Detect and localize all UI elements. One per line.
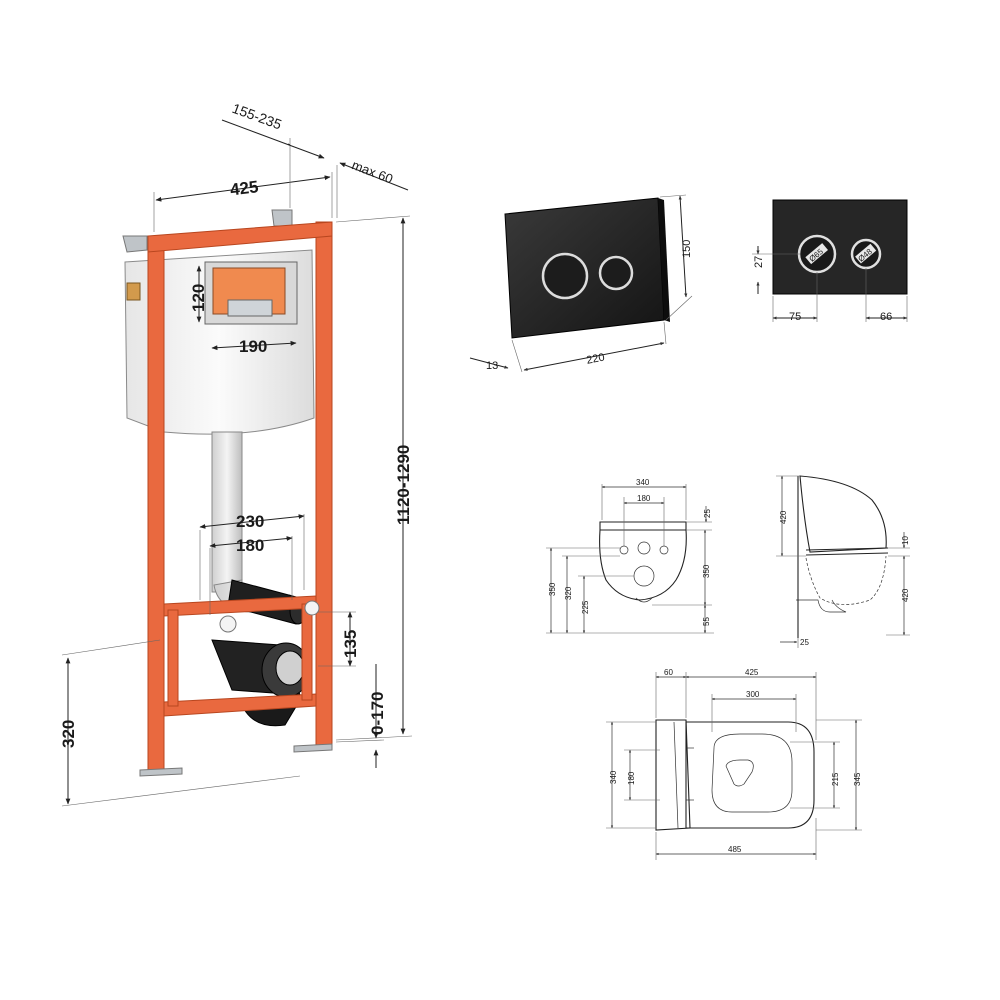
installation-frame — [122, 209, 333, 777]
frame-height-label: 1120-1290 — [394, 445, 413, 525]
down-pipe — [211, 431, 243, 593]
front-hole-spacing-label: 180 — [637, 494, 651, 503]
top-view-back-outline — [655, 719, 691, 831]
cistern-side-fitting — [126, 282, 141, 301]
frame-bracket-right — [301, 603, 313, 701]
fixing-stud-right — [304, 600, 320, 616]
frame-width-label: 425 — [229, 177, 259, 199]
drain-pipe-ring — [275, 650, 305, 686]
frame-depth-label: 155-235 — [230, 100, 284, 133]
large-button-distance-label: 75 — [789, 311, 801, 323]
flush-plate-3d: 150 220 13 — [469, 194, 693, 373]
front-bottom-offset-label: 55 — [702, 617, 711, 626]
toilet-side-view: 420 10 420 25 — [776, 475, 910, 648]
toilet-bowl-outline — [805, 555, 887, 605]
front-bolt-hole-left — [619, 545, 629, 555]
large-button-label-bg — [805, 243, 828, 265]
toilet-lid-outline — [799, 475, 887, 553]
toilet-front-view: 340 180 25 350 320 225 350 55 — [546, 478, 714, 634]
top-bracket-left — [122, 235, 148, 253]
small-button-distance-label: 66 — [880, 311, 892, 323]
frame-bracket-left — [167, 609, 179, 707]
top-overall-length-label: 485 — [728, 845, 742, 854]
side-lower-height-label: 420 — [901, 588, 910, 602]
top-view-bowl-opening — [711, 733, 793, 813]
service-opening-width-label: 190 — [239, 337, 267, 356]
flush-plate-width-label: 220 — [585, 351, 605, 366]
top-hole-spacing-label: 180 — [627, 771, 636, 785]
top-back-depth-label: 60 — [664, 668, 673, 677]
frame-lower-rail — [163, 693, 317, 717]
side-seat-thickness-label: 10 — [901, 536, 910, 545]
front-bolt-hole-right — [659, 545, 669, 555]
flush-plate-height-label: 150 — [681, 240, 693, 258]
side-base-offset-label: 25 — [800, 638, 809, 647]
side-bowl-height-label: 420 — [779, 510, 788, 524]
fixing-stud-left — [219, 615, 237, 633]
flush-plate-thickness-label: 13 — [486, 360, 498, 372]
top-bowl-depth-label: 425 — [745, 668, 759, 677]
button-offset-label: 27 — [753, 256, 765, 268]
top-inner-width-label: 215 — [831, 772, 840, 786]
front-drain-height-label: 225 — [581, 600, 590, 614]
top-outer-width-label: 345 — [853, 772, 862, 786]
flush-plate-front: Ø65 Ø48 27 75 66 — [752, 199, 908, 323]
frame-foot-right — [293, 743, 333, 753]
top-overall-width-label: 340 — [609, 770, 618, 784]
frame-depth-max-label: max 60 — [350, 157, 395, 186]
front-drain-hole — [633, 565, 655, 587]
top-view-drain — [725, 759, 754, 787]
front-rim-offset-label: 25 — [703, 509, 712, 518]
frame-top-rail — [147, 221, 333, 253]
frame-post-right — [315, 221, 333, 751]
front-water-inlet — [637, 541, 651, 555]
front-total-height-label: 350 — [548, 582, 557, 596]
flush-plate-edge — [658, 198, 670, 322]
flush-valve — [227, 299, 273, 317]
flush-button-small[interactable] — [598, 255, 634, 291]
bolt-spacing-label: 230 — [236, 512, 264, 531]
top-bracket-right — [271, 209, 293, 227]
toilet-front-outline — [599, 521, 687, 601]
flush-button-large[interactable] — [541, 252, 589, 300]
service-opening-height-label: 120 — [189, 284, 208, 312]
floor-height-label: 320 — [59, 720, 78, 748]
front-bolt-height-label: 320 — [564, 586, 573, 600]
pipe-spacing-label: 180 — [236, 536, 264, 555]
top-view-seat-outline — [685, 721, 815, 829]
flush-plate-front-body — [772, 199, 908, 295]
toilet-top-view: 60 425 300 340 180 215 345 485 — [606, 668, 862, 860]
front-top-width-label: 340 — [636, 478, 650, 487]
front-right-height-label: 350 — [702, 564, 711, 578]
leg-adjustment-label: 0-170 — [368, 692, 387, 735]
top-seat-depth-label: 300 — [746, 690, 760, 699]
drain-height-label: 135 — [341, 630, 360, 658]
small-button-label-bg — [855, 243, 877, 264]
frame-foot-left — [139, 767, 183, 777]
frame-post-left — [147, 239, 165, 773]
